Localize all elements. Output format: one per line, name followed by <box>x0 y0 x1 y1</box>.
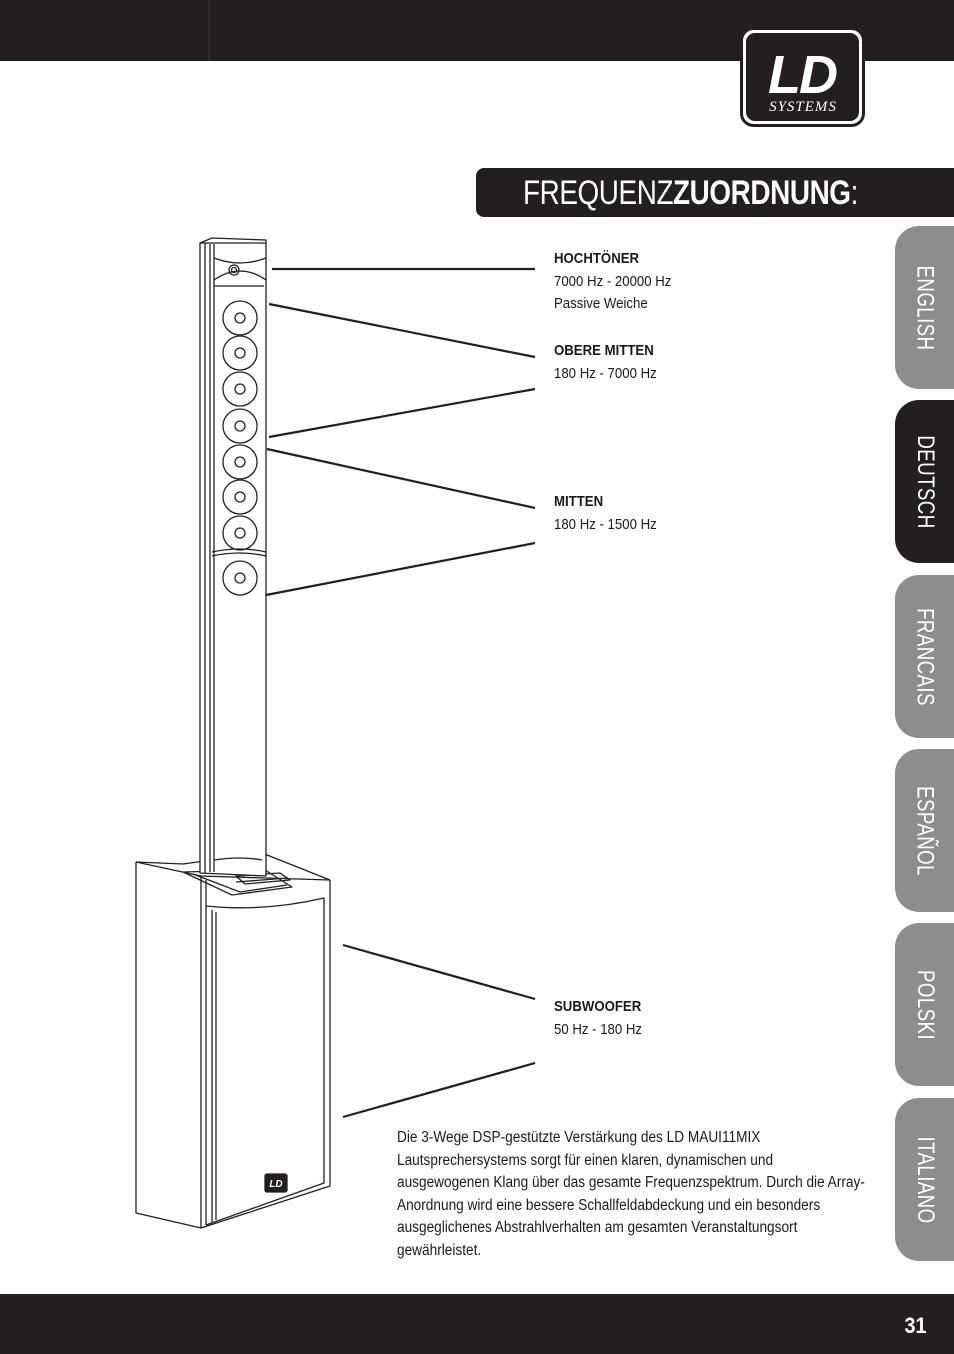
callout-sub-top <box>342 943 536 1001</box>
column-speaker <box>199 237 267 877</box>
callout-mid-bottom <box>265 541 536 597</box>
callout-upper-mid-bottom <box>268 387 536 439</box>
label-upper-mid-range: 180 Hz - 7000 Hz <box>554 364 657 382</box>
callout-sub-bottom <box>342 1061 536 1119</box>
label-tweeter: HOCHTÖNER 7000 Hz - 20000 Hz Passive Wei… <box>554 248 687 316</box>
page-title-light: FREQUENZ <box>523 174 674 212</box>
bottom-bar <box>0 1294 954 1354</box>
label-mid-title: MITTEN <box>554 493 604 510</box>
ld-systems-logo: LD SYSTEMS <box>740 27 865 127</box>
callout-upper-mid-top <box>268 302 536 359</box>
label-mid-range: 180 Hz - 1500 Hz <box>554 515 657 533</box>
page-title: FREQUENZZUORDNUNG: <box>523 171 858 215</box>
logo-subtext: SYSTEMS <box>769 99 837 115</box>
tab-polski[interactable]: POLSKI <box>895 923 954 1086</box>
description-text: Die 3-Wege DSP-gestützte Verstärkung des… <box>397 1129 865 1259</box>
callout-lines <box>265 267 536 1119</box>
tab-francais[interactable]: FRANCAIS <box>895 575 954 738</box>
top-bar-divider <box>208 0 210 61</box>
tab-espanol[interactable]: ESPAÑOL <box>895 749 954 912</box>
driver-cones <box>222 300 258 596</box>
label-upper-mid: OBERE MITTEN 180 Hz - 7000 Hz <box>554 340 671 385</box>
label-subwoofer-range: 50 Hz - 180 Hz <box>554 1020 643 1038</box>
label-subwoofer-title: SUBWOOFER <box>554 998 642 1015</box>
subwoofer-badge: LD <box>264 1173 288 1193</box>
label-upper-mid-title: OBERE MITTEN <box>554 342 654 359</box>
tab-english[interactable]: ENGLISH <box>895 226 954 389</box>
svg-text:LD: LD <box>269 1179 282 1190</box>
page-title-bold: ZUORDNUNG <box>673 174 851 212</box>
heading-bar <box>476 168 954 217</box>
label-tweeter-crossover: Passive Weiche <box>554 295 648 312</box>
subwoofer-cabinet <box>135 852 331 1229</box>
label-tweeter-title: HOCHTÖNER <box>554 250 640 267</box>
label-tweeter-range: 7000 Hz - 20000 Hz <box>554 272 672 290</box>
callout-mid-top <box>266 447 536 510</box>
tab-deutsch[interactable]: DEUTSCH <box>895 400 954 563</box>
label-subwoofer: SUBWOOFER 50 Hz - 180 Hz <box>554 996 654 1041</box>
description-block: Die 3-Wege DSP-gestützte Verstärkung des… <box>397 1127 867 1263</box>
page-number: 31 <box>903 1313 926 1338</box>
label-mid: MITTEN 180 Hz - 1500 Hz <box>554 491 671 536</box>
page-title-suffix: : <box>850 174 859 212</box>
tab-italiano[interactable]: ITALIANO <box>895 1098 954 1261</box>
logo-text: LD <box>768 45 837 105</box>
